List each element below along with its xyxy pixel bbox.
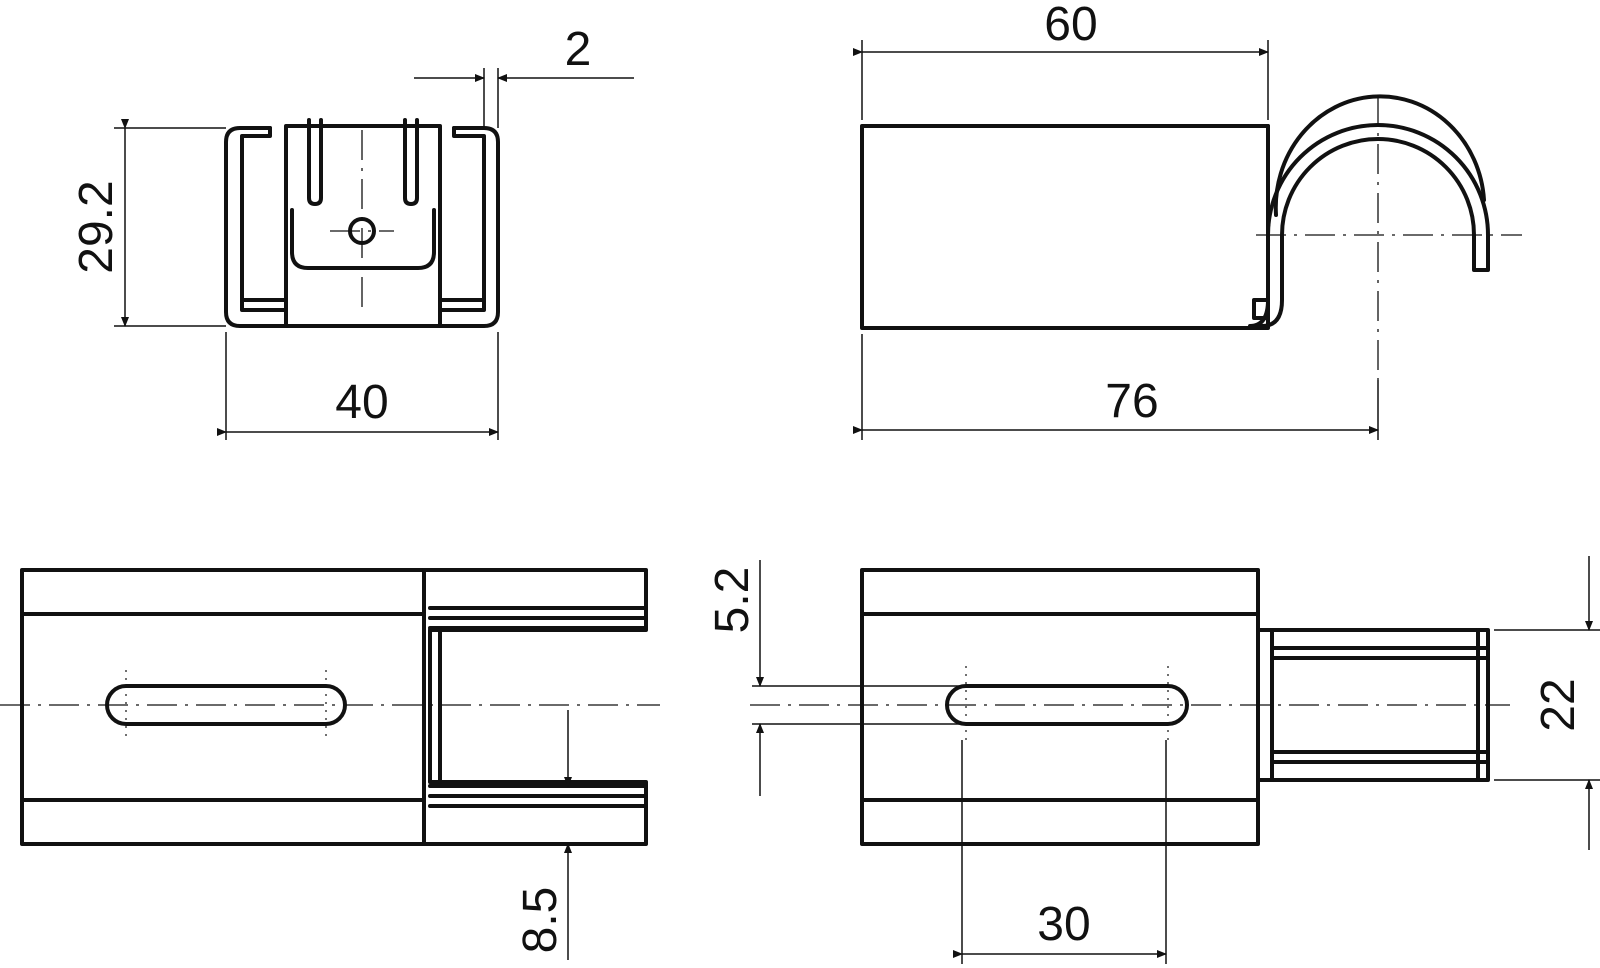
top-body (20, 568, 426, 846)
dim-60-label: 60 (1044, 0, 1097, 51)
front-clip-window (290, 208, 436, 270)
dim-40-label: 40 (335, 376, 388, 429)
front-clip-body (284, 124, 442, 328)
side-hook-outer (1248, 123, 1490, 328)
side-hook-foot (1252, 298, 1270, 320)
dim-2: 2 (414, 23, 634, 128)
dim-29-2: 29.2 (70, 119, 226, 327)
dim-5-2: 5.2 (706, 560, 962, 796)
dim-30: 30 (953, 740, 1167, 964)
side-hook-inner-arc (1273, 94, 1486, 217)
dim-30-label: 30 (1037, 898, 1090, 951)
front-inner-bracket (240, 126, 288, 312)
dim-22: 22 (1494, 556, 1600, 850)
dim-40: 40 (217, 332, 499, 440)
front-slot-left (307, 118, 323, 206)
side-view (860, 94, 1522, 380)
bottom-clip-lines (1270, 628, 1490, 782)
top-view (0, 568, 660, 846)
dim-5-2-label: 5.2 (706, 567, 759, 634)
top-prong-upper (422, 568, 648, 846)
top-prong-upper-inner (428, 606, 648, 630)
dim-60: 60 (853, 0, 1269, 120)
front-slot-right (403, 118, 419, 206)
bottom-view (750, 568, 1510, 846)
dim-76: 76 (853, 334, 1379, 440)
dim-29-2-label: 29.2 (70, 180, 123, 273)
dim-8-5: 8.5 (514, 710, 572, 960)
top-slot (105, 684, 347, 726)
front-inner-bracket-right (438, 126, 486, 312)
top-prong-lower-inner (428, 784, 648, 808)
bottom-body (860, 568, 1260, 846)
dim-2-label: 2 (565, 23, 592, 76)
front-view (224, 118, 500, 328)
dim-22-label: 22 (1532, 678, 1585, 731)
dim-76-label: 76 (1105, 375, 1158, 428)
front-outer-bracket (224, 126, 500, 328)
dim-8-5-label: 8.5 (514, 887, 567, 954)
side-body (860, 124, 1270, 330)
